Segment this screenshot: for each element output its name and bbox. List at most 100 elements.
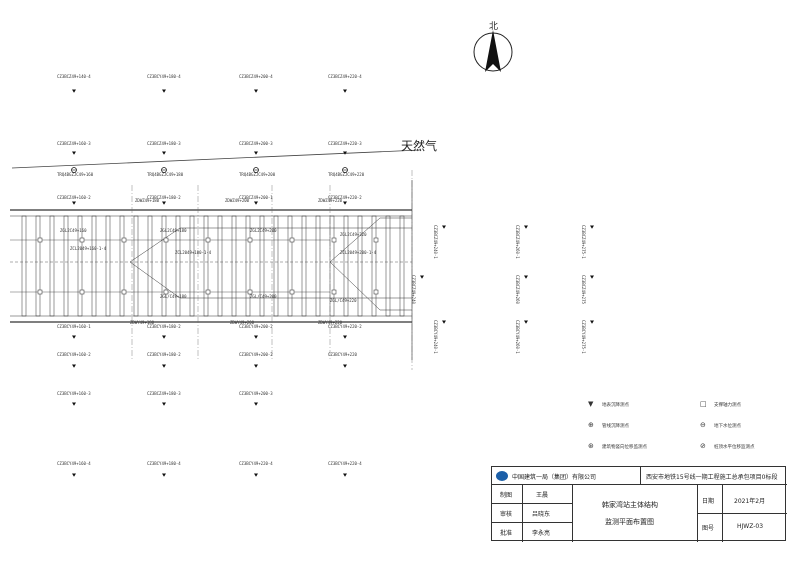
number-value: HJWZ-03: [737, 523, 764, 530]
right-markers: [420, 225, 594, 324]
north-arrow-icon: [473, 30, 513, 72]
top-points-row1-1: CZ3BCY49+180-4: [147, 74, 181, 79]
right-marker-0: [442, 225, 446, 229]
pile-marker: [373, 289, 379, 295]
inner-label-4: ZCL2049+160-1-4: [70, 246, 107, 251]
row3-points-3: CZ3BCZ49+220-2: [328, 195, 362, 200]
strut: [161, 215, 167, 317]
right-label-3: CZ3BCZ49+240: [411, 275, 416, 304]
bottom-points-row3-0: CZ3BCY49+160-3: [57, 391, 91, 396]
strut: [301, 215, 307, 317]
gas-points-3: TRQ4BGZJC49+220: [328, 172, 365, 177]
pile-marker: [163, 289, 169, 295]
pile-marker: [79, 289, 85, 295]
bottom_points_row2-marker-0: [72, 364, 76, 368]
strut: [399, 215, 405, 317]
bottom-points-row1-0: CZ3BCY49+160-1: [57, 324, 91, 329]
bottom_points_row1-marker-2: [254, 335, 258, 339]
row3_points-marker-0: [72, 201, 76, 205]
row3_points-marker-3: [343, 201, 347, 205]
company-name: 中国建筑一局（集团）有限公司: [512, 474, 597, 481]
pile-marker: [289, 237, 295, 243]
inner-label-3: ZGL2C49+220: [340, 232, 367, 237]
strut: [175, 215, 181, 317]
right-marker-1: [524, 225, 528, 229]
pile-marker: [121, 237, 127, 243]
inner-label-2: ZGL2C49+200: [250, 228, 277, 233]
strut-group: [21, 215, 405, 317]
top_points_row1-marker-0: [72, 89, 76, 93]
top-points-row2-2: CZ3BCZ49+200-3: [239, 141, 273, 146]
inner-label-7: ZGL/C49+180: [160, 294, 187, 299]
pile-marker: [247, 237, 253, 243]
pile-marker: [331, 237, 337, 243]
north-label: 北: [489, 22, 499, 32]
crossover-lines: [129, 217, 412, 311]
drawing-title-1: 韩家湾站主体结构: [602, 501, 658, 509]
bottom_points_row4-marker-0: [72, 473, 76, 477]
zdw-bot-2: ZDWY49+220: [318, 320, 343, 325]
title-block: 中国建筑一局（集团）有限公司 西安市地铁15号线一期工程施工总承包项目0标段 制…: [491, 466, 787, 542]
top-points-row1-0: CZ3BCZ49+140-4: [57, 74, 91, 79]
strut: [77, 215, 83, 317]
pile-marker: [163, 237, 169, 243]
bottom-points-row2-2: CZ3BCY49+200-2: [239, 352, 273, 357]
bottom_points_row4-marker-3: [343, 473, 347, 477]
legend-text: 桩顶水平位移监测点: [714, 445, 755, 450]
row3_points-marker-1: [162, 201, 166, 205]
bottom-points-row4-3: CZ3BCY49+220-4: [328, 461, 362, 466]
right-label-4: CZ3BCZ49+260: [515, 275, 520, 304]
strut: [119, 215, 125, 317]
bottom-points-row3-1: CZ3BCZ49+180-3: [147, 391, 181, 396]
pile-marker: [37, 237, 43, 243]
gas-points-0: TRQ4BGZJC49+160: [57, 172, 94, 177]
gas-points-2: TRQ4BGZJC49+200: [239, 172, 276, 177]
right-marker-7: [524, 320, 528, 324]
strut: [357, 215, 363, 317]
pile-markers: [37, 237, 379, 295]
pile-marker: [331, 289, 337, 295]
pile-marker: [289, 289, 295, 295]
top-points-row1-3: CZ3BCZ49+220-4: [328, 74, 362, 79]
strut: [91, 215, 97, 317]
right-label-5: CZ3BCZ49+275: [581, 275, 586, 304]
strut: [371, 215, 377, 317]
right-label-8: CZ3BCY49+275-1: [581, 320, 586, 354]
strut: [147, 215, 153, 317]
inner-label-9: ZGL/C49+220: [330, 298, 357, 303]
bottom-points-row1-2: CZ3BCY49+200-2: [239, 324, 273, 329]
inner-label-6: ZCL2049+200-1-4: [340, 250, 377, 255]
row3_points-marker-2: [254, 201, 258, 205]
pile-marker: [37, 289, 43, 295]
strut: [105, 215, 111, 317]
top-points-row2-0: CZ3BCZ49+160-3: [57, 141, 91, 146]
legend-text: 建筑物竖向位移监测点: [602, 445, 647, 450]
strut: [217, 215, 223, 317]
legend-symbol-icon: ⊖: [700, 421, 706, 429]
bottom-points-row4-2: CZ3BCY49+220-4: [239, 461, 273, 466]
top_points_row1-marker-3: [343, 89, 347, 93]
row-label-review: 审核: [500, 511, 513, 518]
strut: [343, 215, 349, 317]
zdw-top-0: ZDWZ49+180: [135, 198, 160, 203]
legend-symbol-icon: ⊕: [588, 421, 594, 429]
bottom_points_row3-marker-2: [254, 402, 258, 406]
top-points-row2-1: CZ3BCZ49+180-3: [147, 141, 181, 146]
strut: [49, 215, 55, 317]
strut: [133, 215, 139, 317]
legend-text: 管线沉降测点: [602, 424, 629, 429]
date-label: 日期: [702, 498, 715, 505]
pile-marker: [79, 237, 85, 243]
bottom-points-row2-3: CZ3BCY49+220: [328, 352, 357, 357]
bottom-points-row4-1: CZ3BCY49+180-4: [147, 461, 181, 466]
row3-points-2: CZ3BCZ49+200-1: [239, 195, 273, 200]
top_points_row2-marker-1: [162, 151, 166, 155]
bottom-points-row2-1: CZ3BCY49+180-2: [147, 352, 181, 357]
bottom_points_row4-marker-2: [254, 473, 258, 477]
legend-text: 地表沉降测点: [602, 403, 629, 408]
strut: [35, 215, 41, 317]
pile-marker: [247, 289, 253, 295]
row-name-draw: 王晨: [536, 492, 549, 499]
right-label-0: CZ3BCZ49+240-1: [433, 225, 438, 259]
